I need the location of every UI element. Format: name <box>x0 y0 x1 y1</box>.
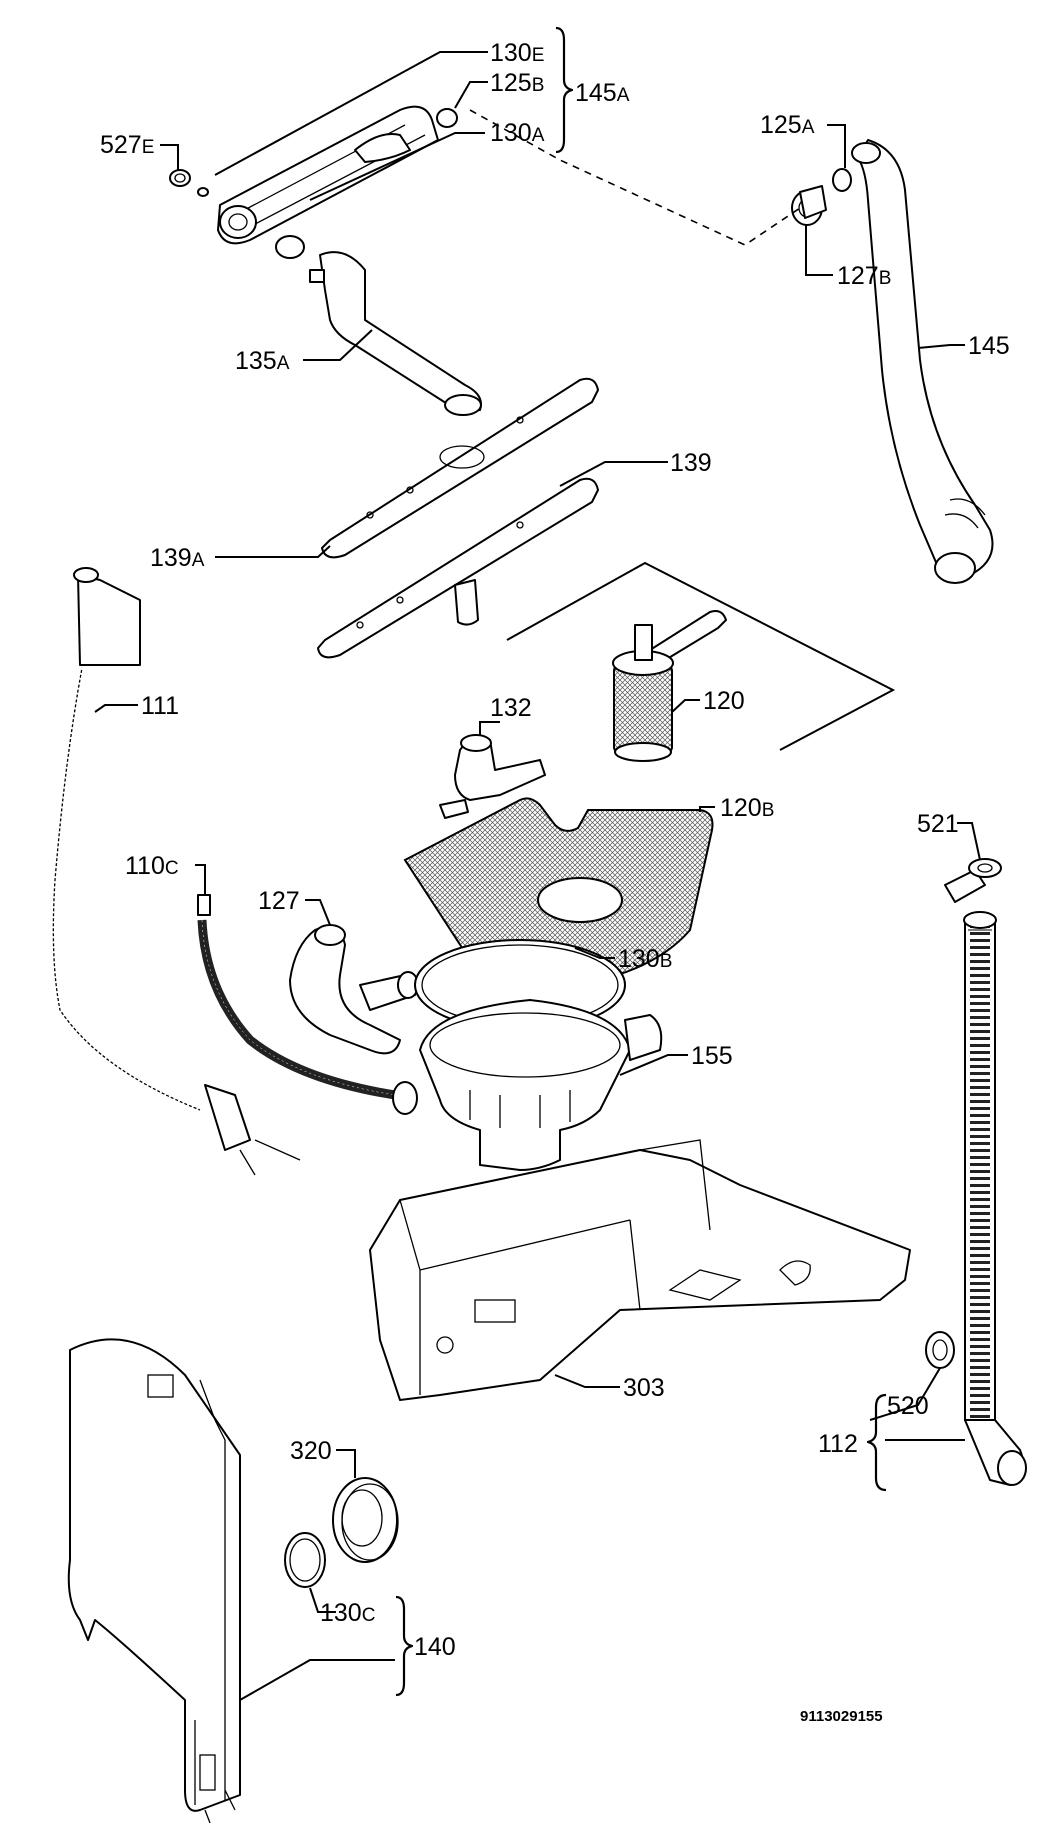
label-320: 320 <box>290 1437 332 1465</box>
label-120: 120 <box>703 687 745 715</box>
nut-527e-part <box>169 169 209 197</box>
label-125a: 125A <box>760 111 815 139</box>
leader-lines <box>94 51 981 1701</box>
label-110c: 110C <box>125 852 179 880</box>
label-527e: 527E <box>100 131 154 159</box>
label-130c: 130C <box>320 1599 375 1627</box>
drain-hose-112-part <box>963 911 1027 1486</box>
label-130a: 130A <box>490 119 545 147</box>
label-140: 140 <box>414 1633 456 1661</box>
label-139: 139 <box>670 449 712 477</box>
sump-155-part <box>419 999 663 1171</box>
label-145: 145 <box>968 332 1010 360</box>
o-ring-125b-part <box>436 108 458 128</box>
o-ring-125a-part <box>832 168 852 192</box>
brace-145a <box>555 26 574 154</box>
label-120b: 120B <box>720 794 774 822</box>
brace-112 <box>866 1393 887 1492</box>
o-ring-130c-part <box>284 1532 326 1588</box>
label-303: 303 <box>623 1374 665 1402</box>
clip-521-part <box>944 858 1002 903</box>
label-132: 132 <box>490 694 532 722</box>
label-127b: 127B <box>837 262 891 290</box>
label-135a: 135A <box>235 347 290 375</box>
hose-145-part <box>851 139 994 584</box>
label-111: 111 <box>141 692 179 720</box>
side-panel-140-part <box>67 1338 241 1823</box>
pipe-135a-part <box>309 251 482 416</box>
bracket-520-part <box>925 1331 955 1369</box>
filter-120-part <box>612 610 727 762</box>
drawing-code: 9113029155 <box>800 1708 883 1725</box>
base-frame-303-part <box>369 1139 911 1401</box>
seal-320-part <box>332 1477 399 1563</box>
part-132 <box>439 734 546 819</box>
label-145a: 145A <box>575 79 630 107</box>
filter-outline <box>506 561 896 751</box>
label-130e: 130E <box>490 39 544 67</box>
label-127: 127 <box>258 887 300 915</box>
label-155: 155 <box>691 1042 733 1070</box>
o-ring-130a-part <box>275 235 305 259</box>
fill-hose-111-part <box>50 567 301 1176</box>
spray-arm-139a-part <box>321 377 599 559</box>
alignment-dash <box>469 109 801 246</box>
label-125b: 125B <box>490 69 544 97</box>
connector-127b-part <box>791 185 827 226</box>
spray-arm-139-part <box>317 477 599 659</box>
label-130b: 130B <box>618 945 672 973</box>
hose-110c-part <box>197 894 418 1115</box>
label-139a: 139A <box>150 544 205 572</box>
upper-supply-pipe-part <box>217 105 439 245</box>
label-520: 520 <box>887 1392 929 1420</box>
brace-140 <box>395 1595 414 1697</box>
label-112: 112 <box>818 1430 858 1458</box>
connector-127-part <box>289 924 419 1055</box>
label-521: 521 <box>917 810 959 838</box>
